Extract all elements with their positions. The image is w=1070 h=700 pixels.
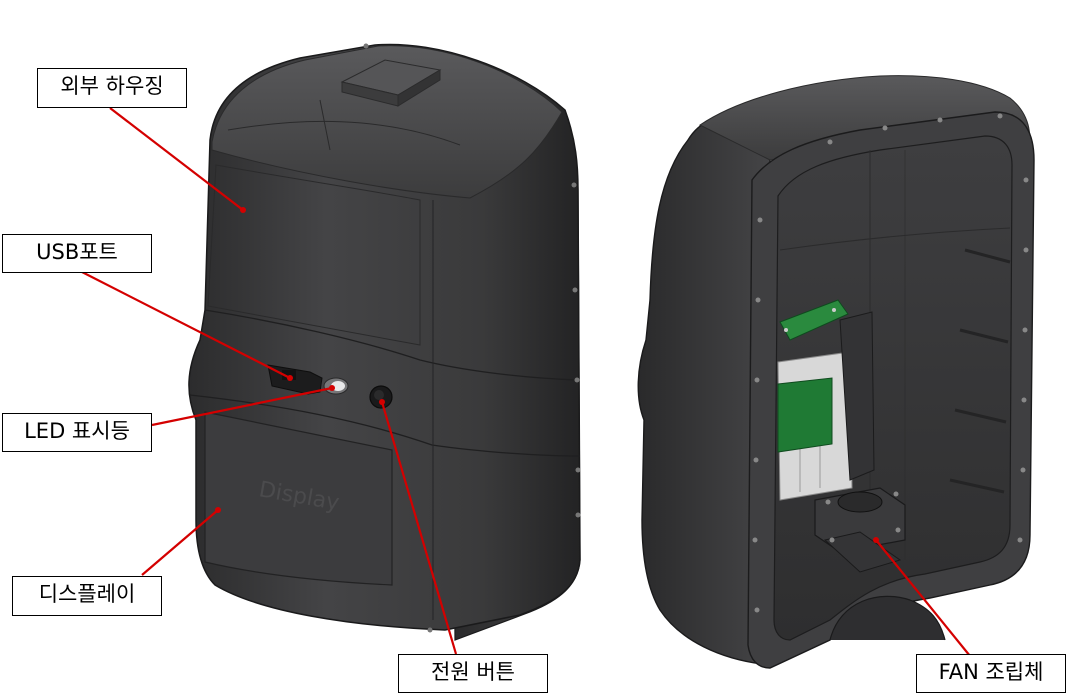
power-button-graphic <box>369 385 393 409</box>
leader-display <box>141 509 219 576</box>
label-led-indicator: LED 표시등 <box>2 413 152 452</box>
usb-port-graphic <box>267 364 323 395</box>
leader-housing <box>109 107 244 211</box>
label-power-button: 전원 버튼 <box>398 654 548 693</box>
label-fan-assembly: FAN 조립체 <box>916 654 1066 693</box>
label-display: 디스플레이 <box>12 576 162 616</box>
leader-fan <box>875 539 971 657</box>
front-device <box>188 43 581 641</box>
leader-lines <box>81 107 971 657</box>
leader-power <box>380 401 458 655</box>
led-lamp-graphic <box>323 377 349 395</box>
leader-led <box>151 386 333 427</box>
open-device <box>637 75 1035 669</box>
leader-usb <box>81 271 291 379</box>
label-housing: 외부 하우징 <box>37 68 187 108</box>
fan-assembly-graphic <box>814 487 906 573</box>
label-usb-port: USB포트 <box>2 234 152 273</box>
